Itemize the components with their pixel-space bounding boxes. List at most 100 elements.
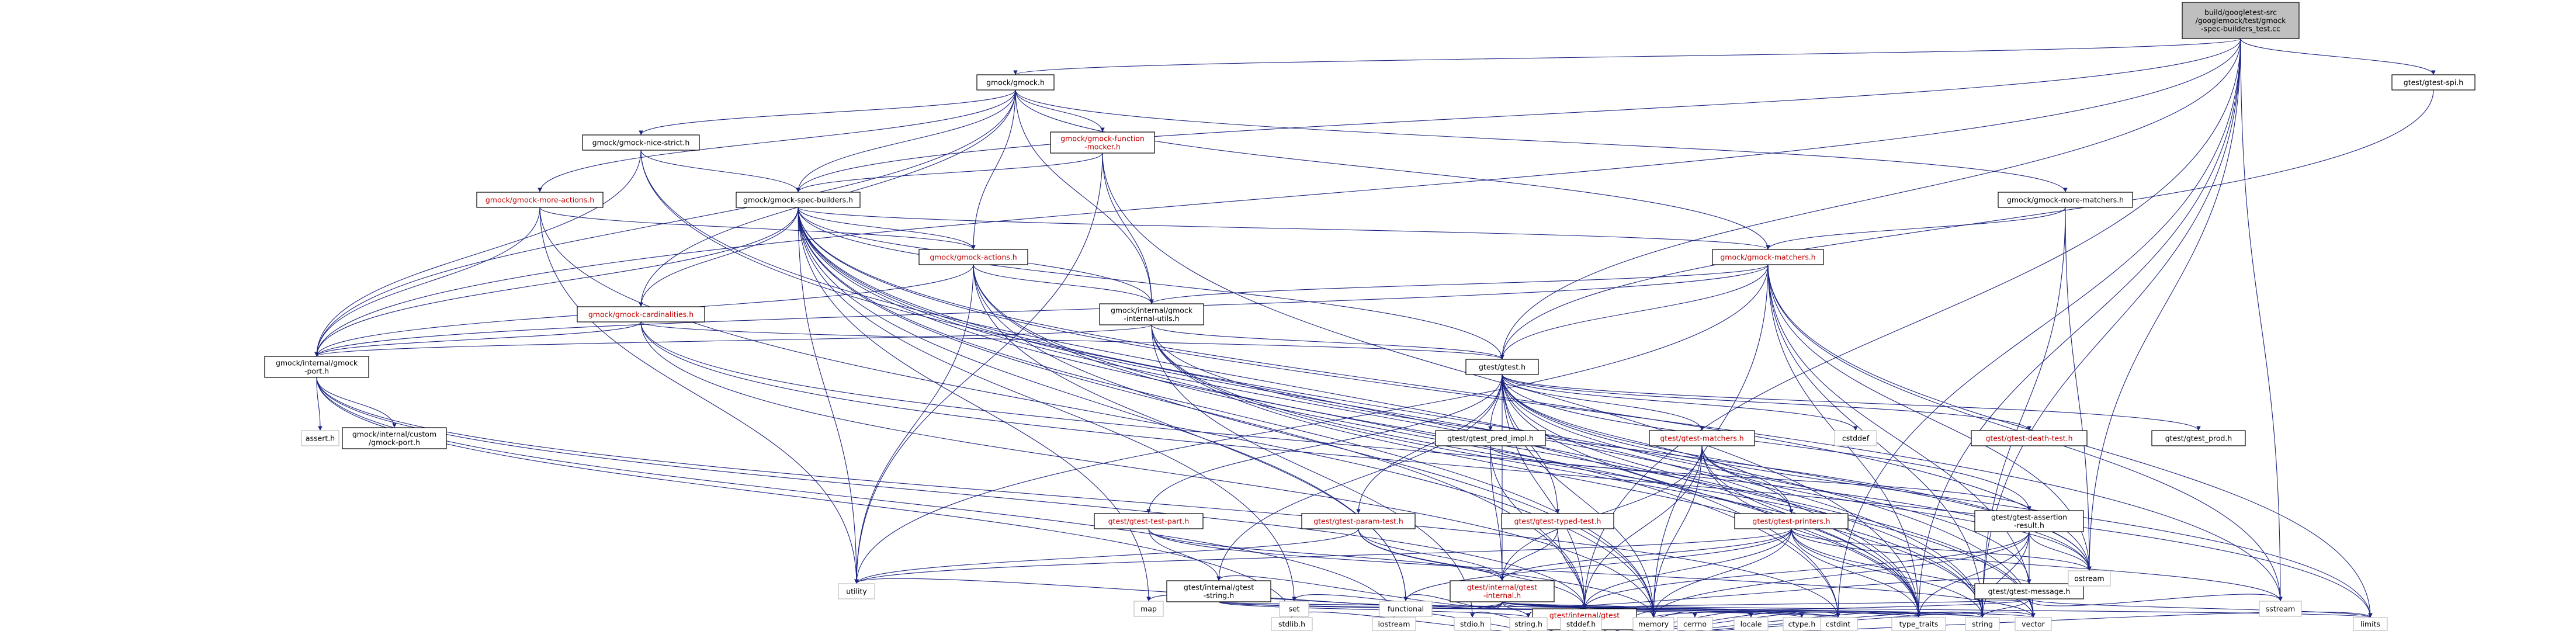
- node-spec_builders[interactable]: gmock/gmock-spec-builders.h: [736, 192, 861, 208]
- node-internal_gtest[interactable]: gtest/internal/gtest-internal.h: [1450, 580, 1555, 602]
- node-box: [1783, 617, 1821, 631]
- node-type_traits[interactable]: type_traits: [1891, 617, 1946, 631]
- edge-gtest_matchers-to-printers: [1701, 445, 1794, 514]
- node-ostream[interactable]: ostream: [2068, 570, 2111, 587]
- node-label: build/googletest-src: [2204, 8, 2277, 17]
- edge-printers-to-sstream: [1791, 528, 2283, 602]
- node-label: gtest/gtest-message.h: [1988, 587, 2071, 596]
- node-function_mocker[interactable]: gmock/gmock-function-mocker.h: [1050, 131, 1155, 154]
- node-pred_impl[interactable]: gtest/gtest_pred_impl.h: [1435, 430, 1546, 446]
- node-label: gmock/gmock-matchers.h: [1720, 253, 1815, 262]
- node-gmock_h[interactable]: gmock/gmock.h: [976, 74, 1055, 91]
- node-actions[interactable]: gmock/gmock-actions.h: [918, 249, 1028, 265]
- edge-nice_strict-to-spec_builders: [640, 150, 800, 193]
- node-box: [1454, 617, 1491, 631]
- node-box: [2151, 430, 2246, 446]
- node-box: [301, 430, 339, 446]
- edge-gtest_matchers-to-memory: [1651, 445, 1703, 618]
- node-label: gmock/gmock-more-matchers.h: [2007, 196, 2124, 204]
- edge-gtest_h-to-ostream: [1502, 374, 2092, 571]
- edges-layer: [314, 38, 2436, 631]
- edge-typed_test-to-internal_gtest: [1500, 528, 1558, 581]
- node-more_actions[interactable]: gmock/gmock-more-actions.h: [476, 192, 604, 208]
- edge-more_matchers-to-ostream: [2065, 207, 2092, 571]
- edge-root-to-gtest_h: [1500, 38, 2241, 360]
- node-sstream[interactable]: sstream: [2259, 601, 2302, 617]
- node-test_part[interactable]: gtest/gtest-test-part.h: [1094, 513, 1204, 529]
- node-iostream[interactable]: iostream: [1372, 617, 1416, 631]
- node-string_h[interactable]: string.h: [1509, 617, 1548, 631]
- edge-printers-to-utility: [854, 528, 1792, 584]
- edge-spec_builders-to-cardinalities: [639, 207, 799, 307]
- node-ctype_h[interactable]: ctype.h: [1783, 617, 1821, 631]
- node-cstdint[interactable]: cstdint: [1818, 617, 1858, 631]
- node-custom_port[interactable]: gmock/internal/custom/gmock-port.h: [342, 427, 447, 449]
- node-gtest_h[interactable]: gtest/gtest.h: [1465, 359, 1539, 375]
- node-vector[interactable]: vector: [2015, 617, 2052, 631]
- node-box: [342, 427, 447, 449]
- edge-cardinalities-to-limits: [640, 321, 2373, 618]
- edge-root-to-string: [1980, 38, 2241, 618]
- edge-gtest_matchers-to-gtest_port: [1582, 445, 1703, 609]
- node-label: set: [1288, 605, 1299, 613]
- node-assertion_result[interactable]: gtest/gtest-assertion-result.h: [1974, 510, 2084, 532]
- edge-gmock_port-to-assert_h: [316, 377, 323, 431]
- node-locale[interactable]: locale: [1733, 617, 1769, 631]
- node-label: gmock/gmock-cardinalities.h: [588, 310, 694, 319]
- node-printers[interactable]: gtest/gtest-printers.h: [1734, 513, 1849, 529]
- node-gtest_matchers[interactable]: gtest/gtest-matchers.h: [1649, 430, 1755, 446]
- node-box: [1974, 583, 2084, 599]
- edge-test_part-to-vector: [1148, 528, 2036, 618]
- node-cstddef[interactable]: cstddef: [1834, 430, 1877, 446]
- node-label: map: [1140, 605, 1157, 613]
- node-label: gmock/internal/custom: [352, 430, 436, 439]
- node-cardinalities[interactable]: gmock/gmock-cardinalities.h: [577, 306, 705, 323]
- node-set[interactable]: set: [1279, 601, 1309, 617]
- edge-assertion_result-to-type_traits: [1916, 531, 2030, 618]
- node-gtest_string[interactable]: gtest/internal/gtest-string.h: [1166, 580, 1271, 602]
- node-box: [1998, 192, 2133, 208]
- node-stdlib_h[interactable]: stdlib.h: [1271, 617, 1313, 631]
- node-assert_h[interactable]: assert.h: [301, 430, 339, 446]
- edge-root-to-ostream: [2087, 38, 2241, 571]
- node-box: [1509, 617, 1548, 631]
- node-label: gmock/gmock-more-actions.h: [486, 196, 594, 204]
- node-gtest_prod[interactable]: gtest/gtest_prod.h: [2151, 430, 2246, 446]
- node-param_test[interactable]: gtest/gtest-param-test.h: [1301, 513, 1416, 529]
- node-limits[interactable]: limits: [2353, 617, 2388, 631]
- node-box: [1501, 513, 1614, 529]
- node-typed_test[interactable]: gtest/gtest-typed-test.h: [1501, 513, 1614, 529]
- edge-spec_builders-to-gmock_port: [314, 207, 799, 357]
- node-internal_utils[interactable]: gmock/internal/gmock-internal-utils.h: [1099, 303, 1204, 325]
- node-string[interactable]: string: [1965, 617, 2000, 631]
- node-nice_strict[interactable]: gmock/gmock-nice-strict.h: [582, 134, 700, 151]
- node-functional[interactable]: functional: [1379, 601, 1433, 617]
- node-memory[interactable]: memory: [1632, 617, 1674, 631]
- node-spi[interactable]: gtest/gtest-spi.h: [2391, 74, 2476, 91]
- edge-printers-to-internal_gtest: [1500, 528, 1792, 581]
- node-utility[interactable]: utility: [838, 583, 875, 599]
- node-root[interactable]: build/googletest-src/googlemock/test/gmo…: [2182, 2, 2300, 39]
- edge-root-to-spi: [2240, 38, 2436, 75]
- node-more_matchers[interactable]: gmock/gmock-more-matchers.h: [1998, 192, 2133, 208]
- node-stdio_h[interactable]: stdio.h: [1454, 617, 1491, 631]
- node-stddef_h[interactable]: stddef.h: [1560, 617, 1602, 631]
- node-box: [2259, 601, 2302, 617]
- node-matchers[interactable]: gmock/gmock-matchers.h: [1712, 249, 1824, 265]
- node-cerrno[interactable]: cerrno: [1677, 617, 1713, 631]
- edge-gmock_port-to-gtest_port: [316, 377, 1587, 609]
- edge-cardinalities-to-ostream: [640, 321, 2092, 571]
- node-box: [1099, 303, 1204, 325]
- edge-assertion_result-to-ostream: [2029, 531, 2092, 571]
- edge-nice_strict-to-gmock_port: [314, 150, 642, 357]
- node-label: -mocker.h: [1084, 143, 1121, 151]
- node-death_test[interactable]: gtest/gtest-death-test.h: [1971, 430, 2088, 446]
- edge-actions-to-internal_utils: [973, 264, 1154, 304]
- edge-assertion_result-to-string: [1980, 531, 2030, 618]
- node-gmock_port[interactable]: gmock/internal/gmock-port.h: [264, 356, 369, 378]
- node-gtest_message[interactable]: gtest/gtest-message.h: [1974, 583, 2084, 599]
- edge-gtest_h-to-param_test: [1356, 374, 1503, 514]
- edge-printers-to-gtest_port: [1582, 528, 1792, 609]
- node-map[interactable]: map: [1133, 601, 1164, 617]
